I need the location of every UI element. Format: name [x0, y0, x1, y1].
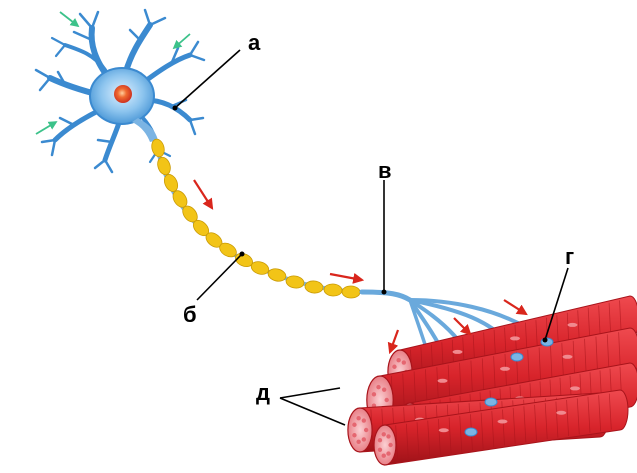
myofibril — [356, 440, 360, 444]
myofibril — [388, 443, 392, 447]
label-d: д — [256, 382, 270, 404]
muscle-nucleus — [498, 420, 508, 424]
muscle-nucleus — [568, 323, 578, 327]
muscle-nucleus — [556, 411, 566, 415]
myofibril — [356, 416, 360, 420]
label-b: б — [183, 304, 197, 326]
myofibril — [352, 423, 356, 427]
myofibril — [385, 398, 389, 402]
myofibril — [382, 432, 386, 436]
muscle-nucleus — [439, 428, 449, 432]
myofibril — [378, 448, 382, 452]
myofibril — [378, 438, 382, 442]
muscle-nucleus — [453, 350, 463, 354]
muscle-nucleus — [510, 336, 520, 340]
myelin-segment — [342, 286, 360, 299]
muscle-nucleus — [570, 386, 580, 390]
myofibril — [372, 392, 376, 396]
myofibril — [364, 428, 368, 432]
label-a: а — [248, 32, 260, 54]
myelin-segment — [304, 280, 323, 294]
muscle-fiber-cross-section — [348, 408, 372, 452]
myofibril — [362, 437, 366, 441]
neuron-nucleus — [114, 85, 132, 103]
myofibril — [376, 385, 380, 389]
muscle-nucleus — [438, 379, 448, 383]
muscle-fiber-bundle — [348, 296, 637, 465]
myofibril — [382, 454, 386, 458]
myofibril — [352, 433, 356, 437]
myofibril — [396, 358, 400, 362]
label-v: в — [378, 160, 392, 182]
myofibril — [402, 360, 406, 364]
myofibril — [382, 387, 386, 391]
myelin-segment — [324, 283, 343, 296]
myofibril — [392, 365, 396, 369]
myelin-segment — [285, 275, 305, 290]
label-g: г — [565, 246, 574, 268]
muscle-nucleus — [500, 367, 510, 371]
myofibril — [362, 418, 366, 422]
muscle-nucleus — [563, 355, 573, 359]
myofibril — [386, 451, 390, 455]
myofibril — [386, 434, 390, 438]
myelin-segment — [267, 267, 287, 283]
label-leader-dots — [173, 106, 548, 343]
